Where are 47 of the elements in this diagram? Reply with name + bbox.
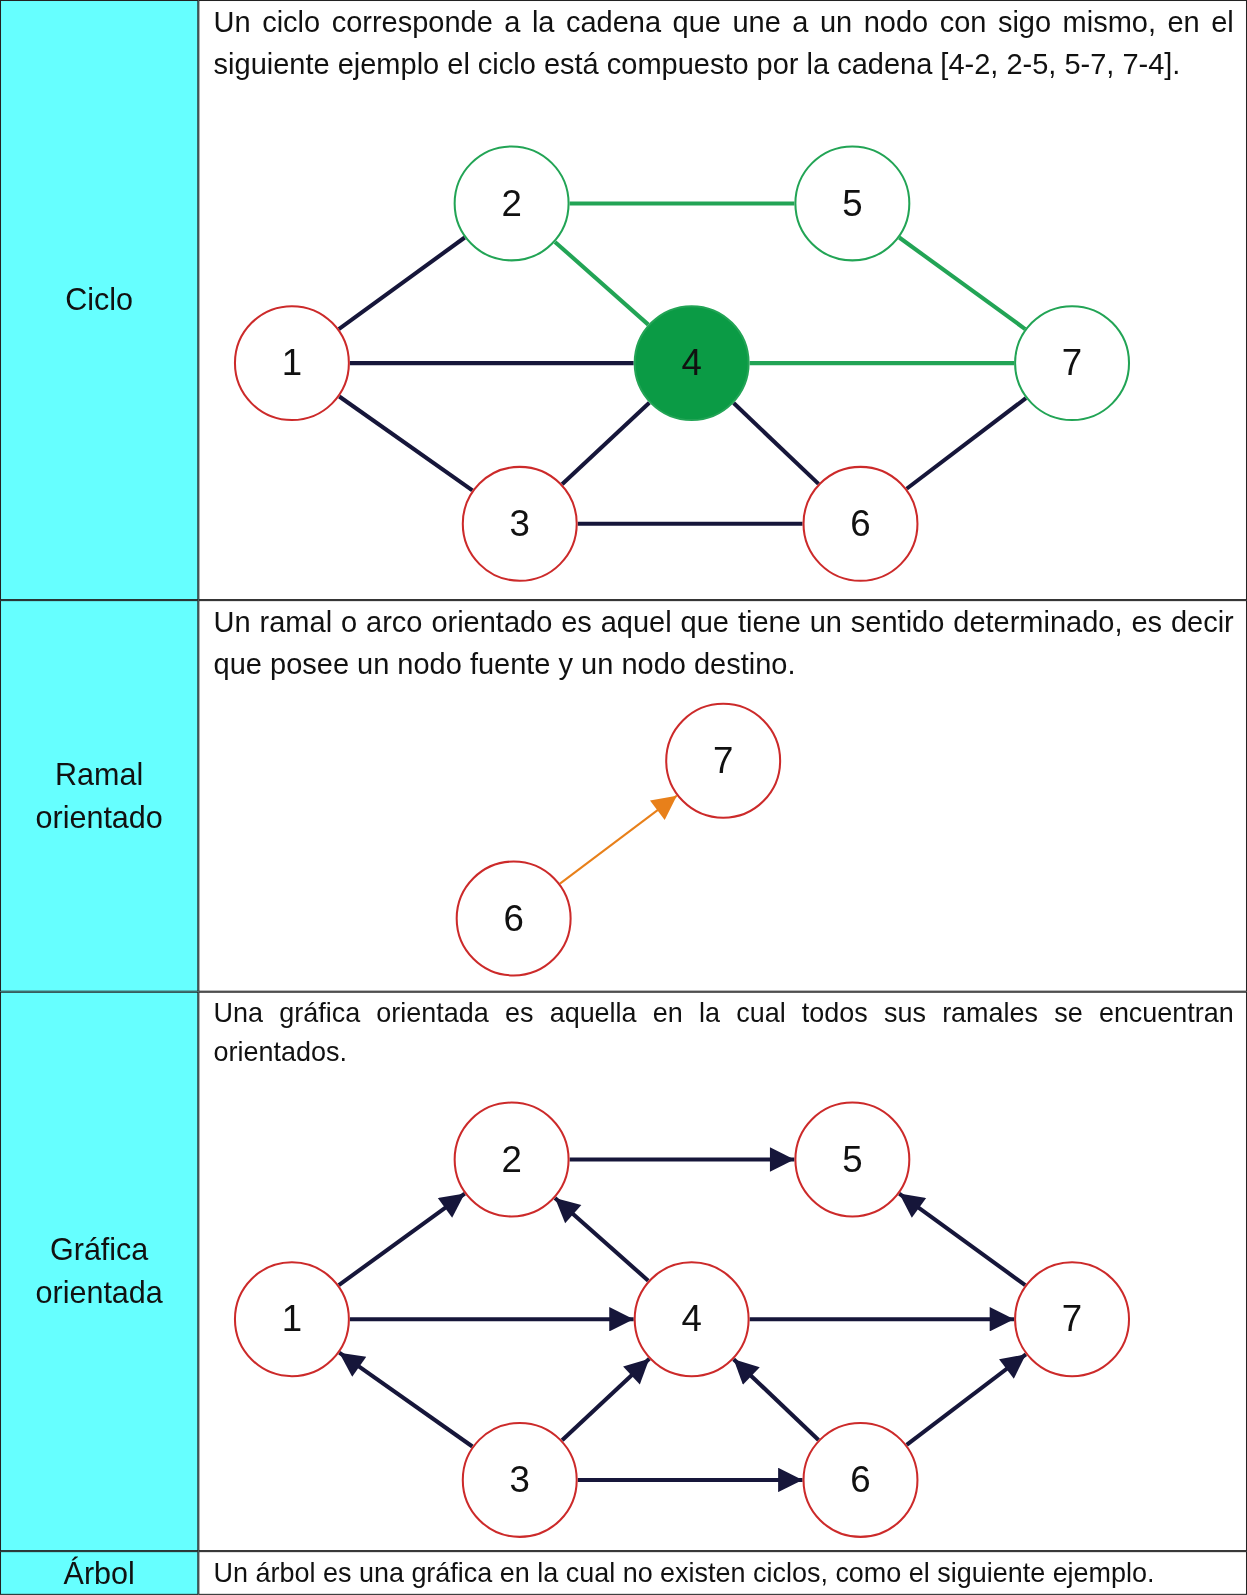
edge-line (749, 361, 1015, 366)
graph-node: 7 (665, 702, 782, 819)
edge-line (569, 201, 795, 206)
edge-line (577, 521, 803, 526)
edge-line (560, 401, 651, 486)
arrow (559, 794, 678, 885)
arrow (337, 1191, 466, 1287)
edge-line (732, 401, 820, 486)
edge-line (338, 394, 474, 493)
graph-node: 6 (455, 860, 572, 977)
graph-node: 1 (233, 1261, 350, 1378)
edge-line (337, 235, 466, 331)
arrow (553, 1196, 650, 1283)
graph-node: 4 (633, 305, 750, 422)
graph-node: 3 (461, 465, 578, 582)
graph-node: 2 (453, 145, 570, 262)
edge-line (349, 361, 634, 366)
arrow (560, 1357, 651, 1442)
row-header: Ciclo (0, 0, 199, 601)
arrow (749, 1307, 1015, 1332)
description-text: Un árbol es una gráfica en la cual no existen ciclos, como el siguiente ejemplo. (213, 1556, 1155, 1590)
edge-line (553, 240, 650, 327)
arrow (905, 1352, 1028, 1447)
arrow (349, 1307, 634, 1332)
graph-node: 6 (802, 465, 919, 582)
row-header: Ramal orientado (0, 600, 199, 992)
row-header: Árbol (0, 1551, 199, 1595)
description-text: Un ciclo corresponde a la cadena que une a un nodo con sigo mismo, en el siguiente ejemplo el ciclo está compuesto por la cadena [4-2, 2-5, 5-7, 7-4]. (213, 4, 1234, 83)
arrow (577, 1467, 803, 1493)
arrow (338, 1350, 474, 1449)
graph-node: 5 (794, 1101, 911, 1218)
graph-node: 2 (453, 1101, 570, 1218)
edge-line (905, 396, 1028, 491)
description-text: Una gráfica orientada es aquella en la cual todos sus ramales se encuentran orientados. (213, 996, 1234, 1069)
arrow (569, 1147, 795, 1172)
description-text: Un ramal o arco orientado es aquel que tiene un sentido determinado, es decir que posee un nodo fuente y un nodo destino. (213, 604, 1234, 683)
graph-node: 4 (633, 1261, 750, 1378)
edge-line (898, 235, 1027, 331)
graph-node: 7 (1014, 1261, 1131, 1378)
graph-node: 6 (802, 1421, 919, 1538)
arrow (898, 1191, 1027, 1287)
arrow (732, 1357, 820, 1442)
graph-node: 3 (461, 1421, 578, 1538)
row-header: Gráfica orientada (0, 991, 199, 1552)
graph-node: 7 (1014, 305, 1131, 422)
graph-node: 5 (794, 145, 911, 262)
graph-node: 1 (233, 305, 350, 422)
